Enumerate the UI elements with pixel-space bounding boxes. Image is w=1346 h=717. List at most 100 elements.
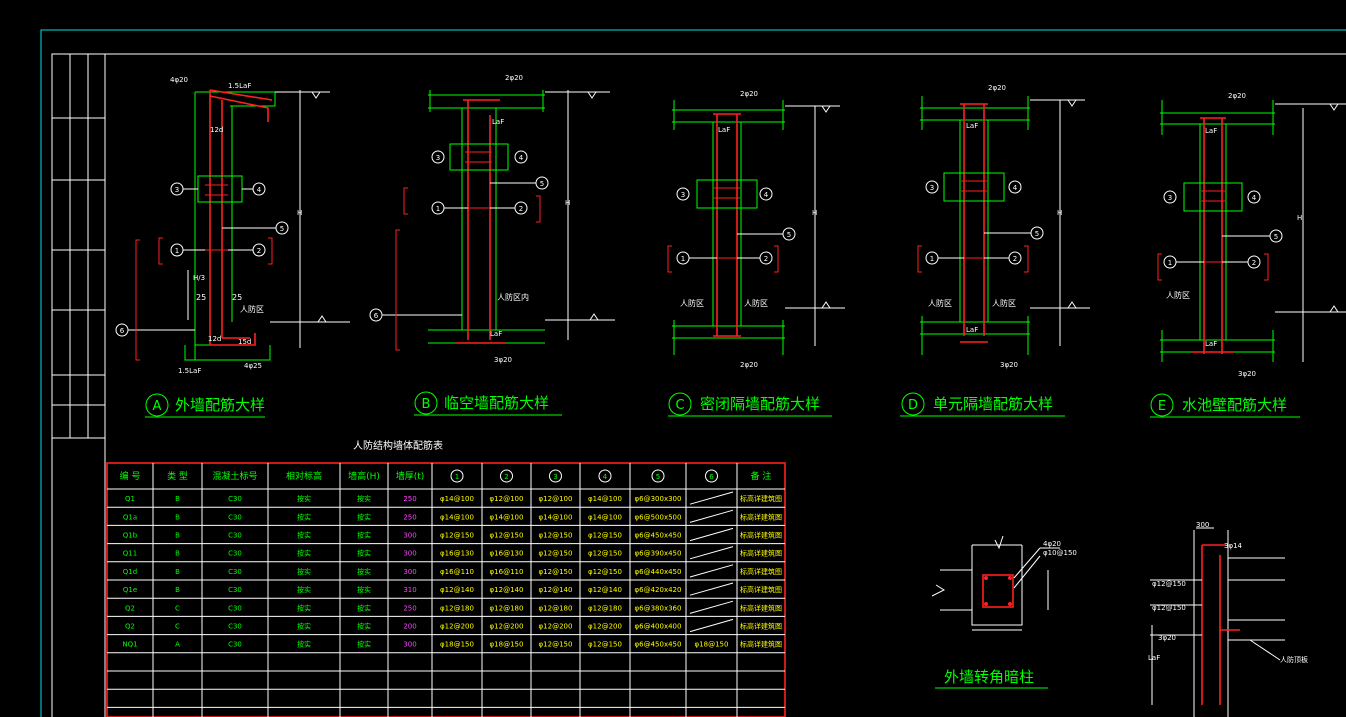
table-cell: 按实 bbox=[357, 622, 371, 631]
e-marker-5: 5 bbox=[1274, 233, 1278, 241]
d-top-bar: 2φ20 bbox=[988, 84, 1006, 92]
a-12d-bot: 12d bbox=[208, 335, 221, 343]
table-cell: C30 bbox=[228, 641, 242, 649]
table-cell: 标高详建筑图 bbox=[740, 603, 782, 612]
title-e-text: 水池壁配筋大样 bbox=[1182, 396, 1287, 414]
c-marker-1: 1 bbox=[681, 255, 685, 263]
d-marker-1: 1 bbox=[930, 255, 934, 263]
a-15d: 15d bbox=[238, 338, 251, 346]
table-cell: C30 bbox=[228, 532, 242, 540]
table-cell: φ12@150 bbox=[588, 550, 622, 558]
a-h: H bbox=[297, 209, 302, 217]
c-marker-5: 5 bbox=[787, 231, 791, 239]
e-side: 人防区 bbox=[1166, 290, 1190, 300]
a-25-left: 25 bbox=[196, 293, 206, 302]
table-cell: B bbox=[175, 586, 180, 594]
marker-3: 3 bbox=[175, 186, 179, 194]
table-cell: 300 bbox=[403, 568, 416, 576]
table-cell: C30 bbox=[228, 623, 242, 631]
table-cell: 按实 bbox=[357, 494, 371, 503]
b-marker-6: 6 bbox=[374, 312, 379, 320]
d-laf-top: LaF bbox=[966, 122, 978, 130]
table-title: 人防结构墙体配筋表 bbox=[353, 439, 443, 452]
side-bar3: 3φ20 bbox=[1158, 634, 1176, 642]
a-top-bar: 4φ20 bbox=[170, 76, 188, 84]
table-cell: φ12@150 bbox=[588, 568, 622, 576]
table-cell: Q2 bbox=[125, 604, 135, 612]
d-marker-2: 2 bbox=[1013, 255, 1017, 263]
table-cell: φ14@100 bbox=[440, 495, 474, 503]
c-marker-2: 2 bbox=[764, 255, 768, 263]
table-cell: B bbox=[175, 495, 180, 503]
a-bot-bar: 4φ25 bbox=[244, 362, 262, 370]
table-cell: Q1 bbox=[125, 495, 135, 503]
table-cell: φ12@140 bbox=[440, 586, 474, 594]
table-cell: φ12@150 bbox=[539, 641, 573, 649]
e-top-bar: 2φ20 bbox=[1228, 92, 1246, 100]
title-a: A 外墙配筋大样 bbox=[145, 393, 265, 418]
e-marker-2: 2 bbox=[1252, 259, 1256, 267]
side-bar1: φ12@150 bbox=[1152, 580, 1186, 588]
drawing-border bbox=[40, 29, 1346, 717]
title-e: E 水池壁配筋大样 bbox=[1150, 393, 1300, 418]
table-cell: A bbox=[175, 641, 180, 649]
table-cell: φ6@420x420 bbox=[635, 586, 682, 594]
table-cell: 按实 bbox=[357, 640, 371, 649]
b-marker-1: 1 bbox=[436, 205, 440, 213]
table-cell: φ12@180 bbox=[490, 604, 524, 612]
empty-cell-slash bbox=[689, 582, 734, 596]
table-cell: 按实 bbox=[357, 531, 371, 540]
table-header-cell: 墙厚(t) bbox=[396, 470, 425, 482]
table-cell: φ12@100 bbox=[539, 495, 573, 503]
table-cell: φ12@150 bbox=[490, 532, 524, 540]
title-c-letter: C bbox=[675, 398, 684, 413]
table-cell: 300 bbox=[403, 532, 416, 540]
table-cell: φ14@100 bbox=[490, 513, 524, 521]
c-marker-4: 4 bbox=[764, 191, 769, 199]
table-cell: φ12@140 bbox=[490, 586, 524, 594]
table-cell: φ12@200 bbox=[490, 623, 524, 631]
e-laf-bot: LaF bbox=[1205, 340, 1217, 348]
title-a-text: 外墙配筋大样 bbox=[175, 396, 265, 414]
table-cell: C30 bbox=[228, 586, 242, 594]
marker-6: 6 bbox=[120, 327, 125, 335]
detail-a: 3 4 1 2 5 6 4φ20 1.5LaF 12d 12d 15d 25 2… bbox=[115, 76, 350, 375]
table-cell: NQ1 bbox=[122, 641, 137, 649]
side-bar2: φ12@150 bbox=[1152, 604, 1186, 612]
table-cell: C30 bbox=[228, 495, 242, 503]
table-cell: φ6@380x360 bbox=[635, 604, 682, 612]
b-marker-5: 5 bbox=[540, 180, 544, 188]
b-top-bar: 2φ20 bbox=[505, 74, 523, 82]
table-cell: C bbox=[175, 623, 180, 631]
table-cell: φ6@300x300 bbox=[635, 495, 682, 503]
table-cell: 按实 bbox=[297, 585, 311, 594]
d-marker-4: 4 bbox=[1013, 184, 1018, 192]
d-marker-5: 5 bbox=[1035, 230, 1039, 238]
table-cell: φ12@100 bbox=[490, 495, 524, 503]
a-lap-top: 1.5LaF bbox=[228, 82, 251, 90]
d-laf-bot: LaF bbox=[966, 326, 978, 334]
title-d-letter: D bbox=[908, 398, 918, 413]
corner-stirrup: φ10@150 bbox=[1043, 549, 1077, 557]
table-cell: 按实 bbox=[297, 549, 311, 558]
table-cell: φ14@100 bbox=[539, 513, 573, 521]
table-cell: 按实 bbox=[357, 567, 371, 576]
table-cell: φ18@150 bbox=[490, 641, 524, 649]
title-b-text: 临空墙配筋大样 bbox=[444, 394, 549, 412]
e-h: H bbox=[1297, 214, 1302, 222]
table-cell: φ6@450x450 bbox=[635, 532, 682, 540]
b-marker-3: 3 bbox=[436, 154, 440, 162]
table-cell: 按实 bbox=[357, 549, 371, 558]
b-right: 人防区内 bbox=[497, 292, 529, 302]
table-cell: φ16@110 bbox=[440, 568, 474, 576]
a-25-right: 25 bbox=[232, 293, 242, 302]
b-h: H bbox=[565, 199, 570, 207]
table-cell: φ6@500x500 bbox=[635, 513, 682, 521]
corner-bar: 4φ20 bbox=[1043, 540, 1061, 548]
title-d-text: 单元隔墙配筋大样 bbox=[933, 395, 1053, 413]
table-cell: φ16@130 bbox=[440, 550, 474, 558]
e-marker-3: 3 bbox=[1168, 194, 1172, 202]
a-lap-bot: 1.5LaF bbox=[178, 367, 201, 375]
b-bot-bar: 3φ20 bbox=[494, 356, 512, 364]
table-cell: 250 bbox=[403, 495, 416, 503]
